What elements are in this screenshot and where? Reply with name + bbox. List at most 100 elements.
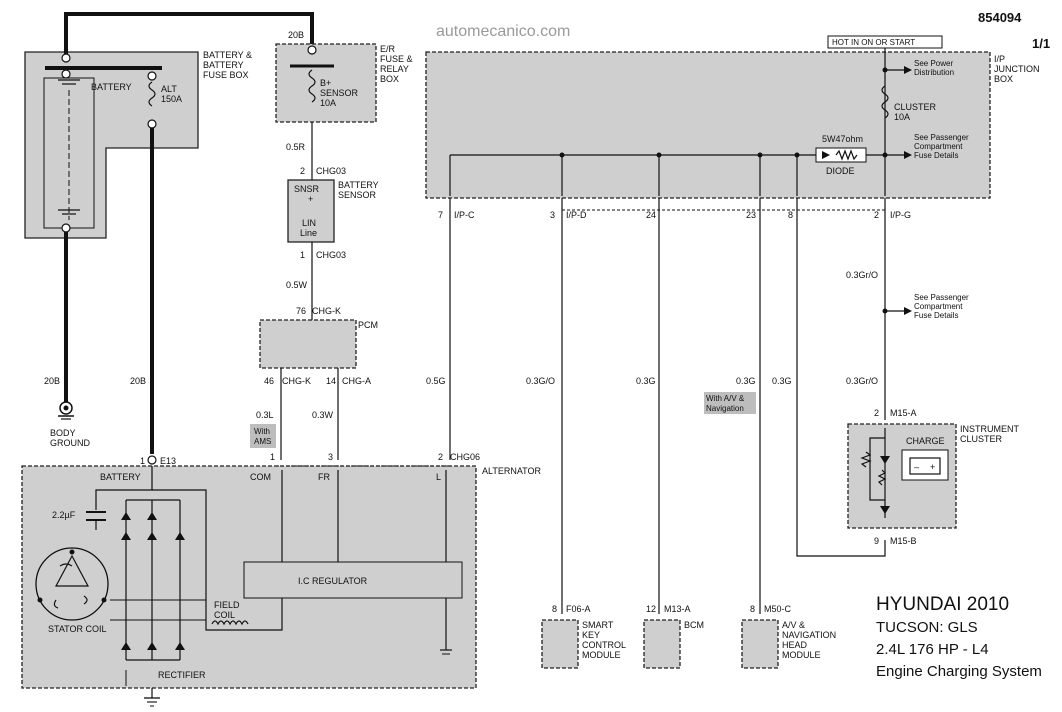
er-box-label-4: BOX: [380, 74, 399, 84]
battery-sensor-label-1: BATTERY: [338, 180, 379, 190]
smart-key-module: 8 F06-A SMART KEY CONTROL MODULE: [541, 604, 626, 669]
alt-pin-com: 1: [270, 452, 275, 462]
ip-junction-box: HOT IN ON OR START I/P JUNCTION BOX See …: [425, 35, 1040, 211]
sensor-conn-in: CHG03: [316, 166, 346, 176]
title-line-3: 2.4L 176 HP - L4: [876, 641, 989, 658]
regulator-label: I.C REGULATOR: [298, 576, 368, 586]
body-ground-label-2: GROUND: [50, 438, 90, 448]
ams-option-1: With: [254, 427, 270, 436]
wire-cluster-return: [796, 198, 886, 557]
alternator-battery-wire-label: 20B: [130, 376, 146, 386]
cluster-pin-bottom: 9: [874, 536, 879, 546]
pcm-pin-left: 46: [264, 376, 274, 386]
av-l3: HEAD: [782, 640, 808, 650]
body-ground-label-1: BODY: [50, 428, 76, 438]
av-option-2: Navigation: [706, 404, 744, 413]
title-line-4: Engine Charging System: [876, 663, 1042, 680]
av-pin: 8: [750, 604, 755, 614]
av-l4: MODULE: [782, 650, 821, 660]
see-power-1: See Power: [914, 59, 953, 68]
ip-pin-3-num: 24: [646, 210, 656, 220]
ip-pin-labels: 7 I/P-C 3 I/P-D 24 23 8 2 I/P-G: [438, 210, 911, 220]
av-conn: M50-C: [764, 604, 792, 614]
er-box-label-3: RELAY: [380, 64, 409, 74]
battery-box-label-2: BATTERY: [203, 60, 244, 70]
er-box-label-2: FUSE &: [380, 54, 413, 64]
bcm-module: 12 M13-A BCM: [643, 604, 704, 669]
alt-pin-l: 2: [438, 452, 443, 462]
doc-number: 854094: [978, 10, 1022, 25]
av-l1: A/V &: [782, 620, 805, 630]
wire-label-cluster-mid: 0.3Gr/O: [846, 376, 878, 386]
alt-pin-batt: 1: [140, 456, 145, 466]
cluster-see-3: Fuse Details: [914, 311, 958, 320]
bcm-conn: M13-A: [664, 604, 691, 614]
sensor-wire-out-label: 0.5W: [286, 280, 308, 290]
av-navigation-module: 8 M50-C A/V & NAVIGATION HEAD MODULE: [741, 604, 836, 669]
ip-box-label-3: BOX: [994, 74, 1013, 84]
ip-pin-2-conn: I/P-D: [566, 210, 587, 220]
charge-label: CHARGE: [906, 436, 945, 446]
pcm-conn-right: CHG-A: [342, 376, 371, 386]
title-line-2: TUCSON: GLS: [876, 619, 978, 636]
ip-pin-4-num: 23: [746, 210, 756, 220]
smart-key-conn: F06-A: [566, 604, 591, 614]
er-fuse-label-2: SENSOR: [320, 88, 359, 98]
ip-pin-6-conn: I/P-G: [890, 210, 911, 220]
cluster-fuse-2: 10A: [894, 112, 910, 122]
wire-label-cluster-return: 0.3G: [772, 376, 792, 386]
smart-key-pin: 8: [552, 604, 557, 614]
cluster-see-1: See Passenger: [914, 293, 969, 302]
see-passenger-1: See Passenger: [914, 133, 969, 142]
resistor-label: 5W47ohm: [822, 134, 863, 144]
wire-label-0-5g: 0.5G: [426, 376, 446, 386]
field-coil-label-1: FIELD: [214, 600, 240, 610]
capacitor-label: 2.2µF: [52, 510, 76, 520]
sensor-inner-4: Line: [300, 228, 317, 238]
cluster-label-1: INSTRUMENT: [960, 424, 1019, 434]
bcm-label: BCM: [684, 620, 704, 630]
ip-box-label-1: I/P: [994, 54, 1005, 64]
wire-label-ip-g: 0.3Gr/O: [846, 270, 878, 280]
cluster-fuse-1: CLUSTER: [894, 102, 937, 112]
see-passenger-2: Compartment: [914, 142, 963, 151]
pcm-label: PCM: [358, 320, 378, 330]
ip-box-label-2: JUNCTION: [994, 64, 1040, 74]
ip-pin-1-conn: I/P-C: [454, 210, 475, 220]
alt-term-l: L: [436, 472, 441, 482]
pcm-wire-right-label: 0.3W: [312, 410, 334, 420]
cluster-conn-bottom: M15-B: [890, 536, 917, 546]
pcm-wire-left-label: 0.3L: [256, 410, 274, 420]
battery-sensor: SNSR + LIN Line BATTERY SENSOR: [287, 179, 379, 243]
sensor-pin-in: 2: [300, 166, 305, 176]
sensor-inner-2: +: [308, 194, 313, 204]
main-battery-wire: [64, 12, 314, 54]
bcm-pin: 12: [646, 604, 656, 614]
battery-fuse-box: BATTERY & BATTERY FUSE BOX BATTERY ALT 1…: [24, 50, 252, 239]
smart-key-l1: SMART: [582, 620, 614, 630]
er-fuse-label-3: 10A: [320, 98, 336, 108]
alt-conn-batt: E13: [160, 456, 176, 466]
sensor-inner-1: SNSR: [294, 184, 320, 194]
er-fuse-relay-box: 20B B+ SENSOR 10A E/R FUSE & RELAY BOX: [275, 30, 413, 123]
alt-conn: CHG06: [450, 452, 480, 462]
wire-label-bcm: 0.3G: [636, 376, 656, 386]
stator-coil-label: STATOR COIL: [48, 624, 107, 634]
hot-in-on-start: HOT IN ON OR START: [832, 38, 915, 47]
battery-label: BATTERY: [91, 82, 132, 92]
ip-pin-6-num: 2: [874, 210, 879, 220]
pcm-pin-top: 76: [296, 306, 306, 316]
er-wire-top-label: 20B: [288, 30, 304, 40]
alt-term-battery: BATTERY: [100, 472, 141, 482]
watermark: automecanico.com: [436, 23, 570, 40]
av-l2: NAVIGATION: [782, 630, 836, 640]
battery-box-label-1: BATTERY &: [203, 50, 252, 60]
svg-text:+: +: [930, 462, 935, 472]
sensor-inner-3: LIN: [302, 218, 316, 228]
battery-sensor-label-2: SENSOR: [338, 190, 377, 200]
pcm-module: 76 CHG-K PCM 46 CHG-K 14 CHG-A: [259, 306, 378, 386]
er-box-label-1: E/R: [380, 44, 396, 54]
alternator-label: ALTERNATOR: [482, 466, 542, 476]
sensor-conn-out: CHG03: [316, 250, 346, 260]
page-number: 1/1: [1032, 36, 1050, 51]
